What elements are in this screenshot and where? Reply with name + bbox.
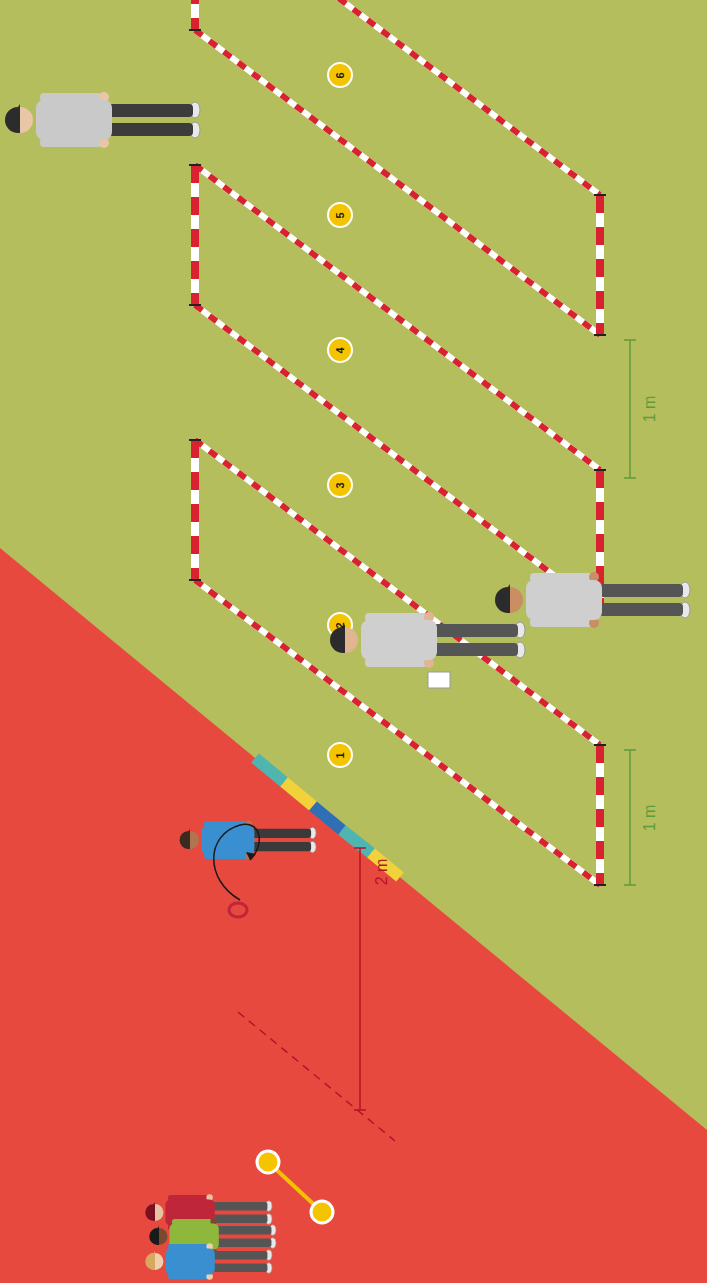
lane-tape [189, 0, 606, 885]
clipboard [428, 672, 450, 688]
dimension-label: 2 m [374, 859, 390, 886]
people [5, 92, 690, 1280]
cone-number: 1 [335, 752, 346, 758]
dimension-label: 1 m [642, 396, 658, 423]
cone-number: 6 [335, 72, 346, 78]
waiting-cones [257, 1151, 333, 1223]
throw-ring [214, 824, 260, 917]
dimension-label: 1 m [642, 805, 658, 832]
cone-number: 3 [335, 482, 346, 488]
start-distance [238, 848, 395, 1141]
track-area [0, 548, 707, 1283]
cone-number: 4 [335, 347, 346, 353]
target-cones [328, 63, 352, 767]
cone-number: 2 [335, 622, 346, 628]
cone-number: 5 [335, 212, 346, 218]
